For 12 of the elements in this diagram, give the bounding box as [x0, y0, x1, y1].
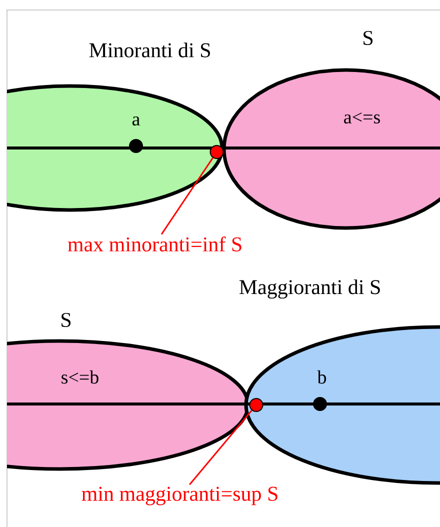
- region-label: b: [317, 370, 326, 384]
- callout-text: max minoranti=inf S: [68, 236, 242, 252]
- region-label: s<=b: [62, 370, 98, 384]
- callout-text: min maggioranti=sup S: [82, 486, 278, 506]
- set-heading: S: [364, 30, 373, 46]
- leader-line: [189, 410, 252, 486]
- set-heading: S: [62, 312, 71, 328]
- region-label: a<=s: [344, 112, 380, 124]
- leader-line: [160, 157, 214, 235]
- set-heading: Maggioranti di S: [239, 279, 380, 299]
- region-label: a: [132, 116, 140, 126]
- set-heading: Minoranti di S: [89, 42, 210, 58]
